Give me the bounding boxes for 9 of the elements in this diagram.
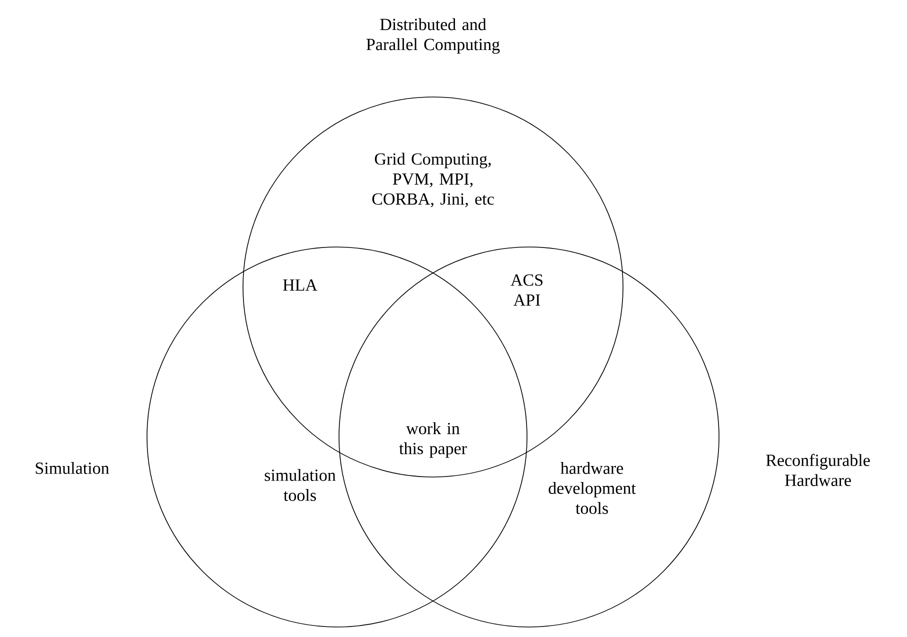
overlap-label: ACS API xyxy=(510,274,542,306)
circle-heading: Simulation xyxy=(36,462,110,474)
region-label: hardware development tools xyxy=(548,462,636,514)
overlap-label: work in this paper xyxy=(399,422,467,458)
circle-heading: Distributed and Parallel Computing xyxy=(366,18,500,54)
region-label: simulation tools xyxy=(264,469,336,501)
region-label: Grid Computing, PVM, MPI, CORBA, Jini, etc xyxy=(372,152,494,208)
circle-heading: Reconfigurable Hardware xyxy=(766,454,870,486)
overlap-label: HLA xyxy=(283,279,318,291)
